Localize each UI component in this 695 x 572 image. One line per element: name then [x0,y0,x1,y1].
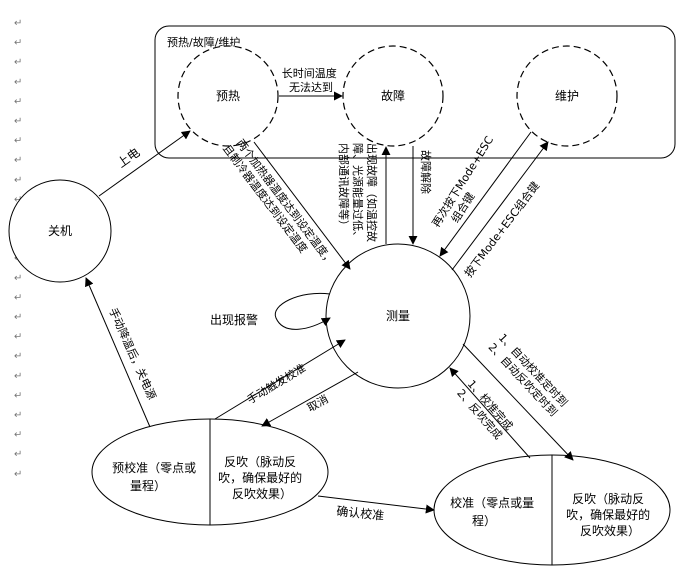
paragraph-mark: ↵ [14,351,22,362]
state-fault-label: 故障 [381,88,405,103]
calibration-right-label: 反吹（脉动反 吹，确保最好的 反吹效果） [566,491,654,538]
arrow-alarm-loop [274,292,331,330]
state-maintenance-label: 维护 [555,89,579,103]
paragraph-mark: ↵ [14,96,22,107]
paragraph-mark: ↵ [14,175,22,186]
state-shutdown-label: 关机 [48,224,72,238]
paragraph-mark: ↵ [14,57,22,68]
paragraph-mark: ↵ [14,155,22,166]
state-measure-label: 测量 [386,309,410,323]
paragraph-mark: ↵ [14,77,22,88]
label-power-on: 上电 [115,145,143,170]
label-calibration-done: 1、校准完成 2、反吹完成 [454,377,518,445]
label-press-esc: 按下Mode+ESC组合键 [461,179,542,280]
paragraph-mark: ↵ [14,332,22,343]
state-measure [325,243,471,389]
label-alarm: 出现报警 [210,312,258,327]
state-maintenance [516,45,618,147]
label-fault-occurs: 出现故障（如温控故 障、光源能量过低、 内部通讯故障等） [337,143,379,246]
group-label: 预热/故障/维护 [167,35,240,49]
paragraph-mark: ↵ [14,273,22,284]
calibration-left-label: 校准（零点或量 程） [450,495,538,528]
paragraph-mark: ↵ [14,116,22,127]
paragraph-mark: ↵ [14,194,22,205]
label-manual-calibration: 手动触发校准 [244,361,308,407]
label-temp-fail: 长时间温度 无法达到 [282,66,341,94]
paragraph-mark: ↵ [14,292,22,303]
arrow-power-on [98,130,191,197]
label-heaters-reached: 两个加热器温度达到设定温度， 且制冷器温度达到设定温度 [220,133,340,279]
arrow-calibration-done [449,367,531,459]
arrow-auto-calibration [462,343,574,461]
arrow-confirm-calibration [317,495,435,514]
state-preheat [177,45,279,147]
group-box [154,25,676,159]
paragraph-mark: ↵ [14,18,22,29]
arrow-manual-cool [85,277,151,428]
paragraph-mark: ↵ [14,136,22,147]
state-shutdown [8,179,112,283]
arrow-heaters-reached [253,141,351,270]
label-esc-again: 再次按下Mode+ESC 组合键 [429,130,510,237]
label-fault-cleared: 故障解除 [419,150,433,194]
state-fault [342,45,444,147]
paragraph-mark: ↵ [14,410,22,421]
paragraph-mark: ↵ [14,371,22,382]
arrow-esc-again [439,131,532,257]
paragraph-mark: ↵ [14,38,22,49]
arrow-manual-calibration [214,339,346,420]
pre-calibration-left-label: 预校准（零点或 量程） [112,460,200,493]
paragraph-mark: ↵ [14,469,22,480]
label-confirm-calibration: 确认校准 [336,503,385,523]
paragraph-mark: ↵ [14,430,22,441]
arrow-press-esc [451,141,549,271]
pre-calibration-right-label: 反吹（脉动反 吹，确保最好的 反吹效果） [218,454,306,501]
state-preheat-label: 预热 [216,89,240,103]
paragraph-mark: ↵ [14,390,22,401]
paragraph-mark: ↵ [14,312,22,323]
paragraph-mark: ↵ [14,449,22,460]
arrow-cancel [261,371,359,427]
